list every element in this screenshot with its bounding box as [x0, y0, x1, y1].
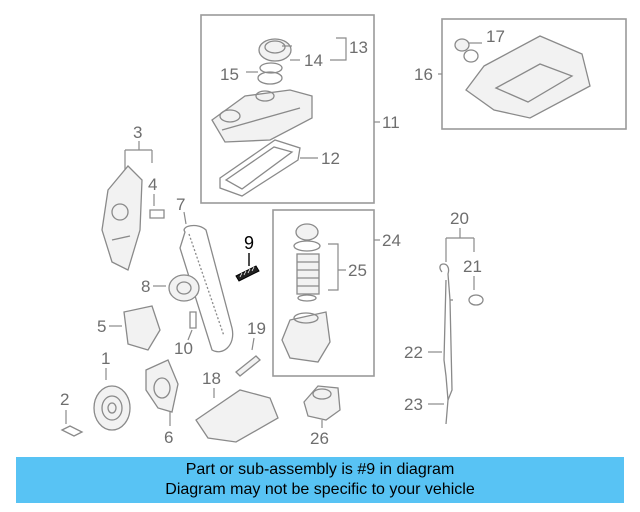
callout-10: 10: [174, 339, 193, 358]
callout-14: 14: [304, 51, 323, 70]
crank-pulley: [93, 385, 131, 431]
oil-pan: [465, 35, 591, 119]
cover-clip: [149, 209, 165, 219]
highlighted-bolt: [235, 265, 260, 282]
callout-22: 22: [404, 343, 423, 362]
callout-15: 15: [220, 65, 239, 84]
callout-21: 21: [463, 257, 482, 276]
parts-diagram: 13 14 15 11 12 17 16 3 4 7 9 8: [60, 14, 627, 448]
callout-5: 5: [97, 317, 106, 336]
callout-7: 7: [176, 195, 185, 214]
callout-23: 23: [404, 395, 423, 414]
callout-24: 24: [382, 231, 401, 250]
callout-8: 8: [141, 277, 150, 296]
stud: [189, 311, 197, 329]
oil-filter-group-box: [272, 209, 375, 377]
callout-20: 20: [450, 209, 469, 228]
callout-2: 2: [60, 390, 69, 409]
callout-1: 1: [101, 349, 110, 368]
valve-cover-gasket: [219, 139, 301, 197]
callout-18: 18: [202, 369, 221, 388]
crank-bolt: [60, 425, 84, 437]
callout-12: 12: [321, 149, 340, 168]
valve-cover-group-box: [200, 14, 375, 204]
callout-3: 3: [133, 123, 142, 142]
timing-cover: [101, 165, 143, 271]
sensor: [235, 355, 261, 377]
oil-filler-cap: [257, 38, 292, 85]
drain-plug: [454, 38, 479, 63]
banner-line-1: Part or sub-assembly is #9 in diagram: [185, 461, 455, 478]
callout-4: 4: [148, 175, 157, 194]
callout-6: 6: [164, 428, 173, 447]
oil-filter-element: [296, 253, 320, 302]
valve-cover: [211, 89, 313, 143]
callout-13: 13: [349, 38, 368, 57]
callout-17: 17: [486, 27, 505, 46]
info-banner: Part or sub-assembly is #9 in diagram Di…: [16, 457, 624, 503]
callout-9: 9: [244, 233, 254, 253]
lower-cover: [145, 359, 179, 413]
oil-filter-cap: [293, 223, 321, 252]
callout-16: 16: [414, 65, 433, 84]
callout-19: 19: [247, 319, 266, 338]
crankcase-part: [195, 389, 279, 443]
callout-25: 25: [348, 261, 367, 280]
callout-26: 26: [310, 429, 329, 448]
tensioner-pulley: [168, 274, 200, 302]
dipstick-seal: [468, 294, 484, 306]
oil-pump: [303, 385, 341, 421]
oil-filter-housing: [281, 311, 331, 363]
banner-line-2: Diagram may not be specific to your vehi…: [165, 481, 475, 498]
dipstick: [439, 263, 453, 425]
timing-belt: [179, 224, 234, 353]
callout-11: 11: [382, 113, 400, 132]
engine-bracket: [123, 305, 161, 351]
